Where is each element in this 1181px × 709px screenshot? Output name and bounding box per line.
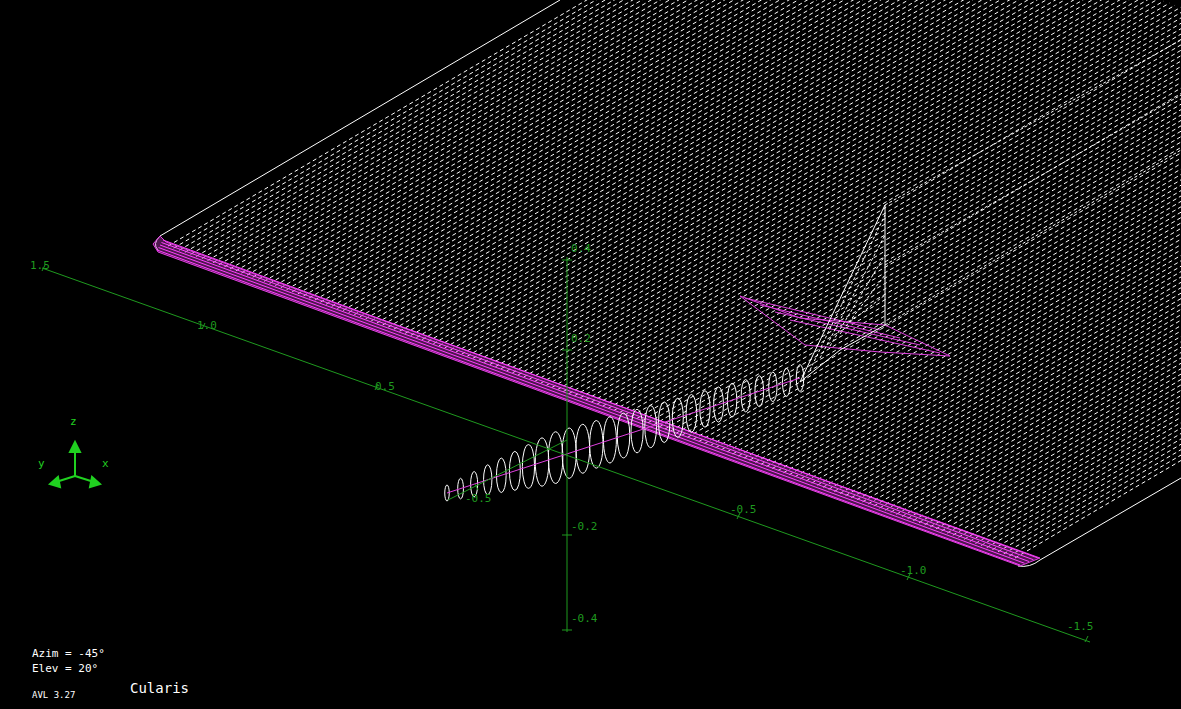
axis-tick: 0.5 bbox=[375, 380, 395, 393]
leading-edge-strip bbox=[153, 236, 1040, 566]
view-elevation: Elev = 20° bbox=[32, 662, 98, 675]
tail-surfaces bbox=[740, 40, 1181, 382]
axis-tick: 1.0 bbox=[197, 319, 217, 332]
axis-tick: -0.5 bbox=[730, 503, 757, 516]
triad-axis-name: x bbox=[102, 457, 109, 470]
view-azimuth: Azim = -45° bbox=[32, 647, 105, 660]
fuselage bbox=[445, 365, 804, 501]
wing-panels bbox=[155, 0, 1181, 566]
case-name: Cularis bbox=[130, 680, 189, 696]
axis-tick: -1.5 bbox=[1067, 620, 1094, 633]
axis-tick: -1.0 bbox=[900, 564, 927, 577]
axis-triad bbox=[50, 442, 100, 487]
axis-tick: -0.2 bbox=[571, 520, 598, 533]
axis-tick: -0.5 bbox=[465, 492, 492, 505]
axis-tick: 0.2 bbox=[571, 332, 591, 345]
program-version: AVL 3.27 bbox=[32, 690, 75, 701]
axes bbox=[42, 257, 1090, 642]
triad-axis-name: y bbox=[38, 457, 45, 470]
axis-tick: -0.4 bbox=[571, 612, 598, 625]
axis-tick: 0.4 bbox=[571, 242, 591, 255]
triad-axis-name: z bbox=[70, 415, 77, 428]
axis-tick: 1.5 bbox=[30, 259, 50, 272]
